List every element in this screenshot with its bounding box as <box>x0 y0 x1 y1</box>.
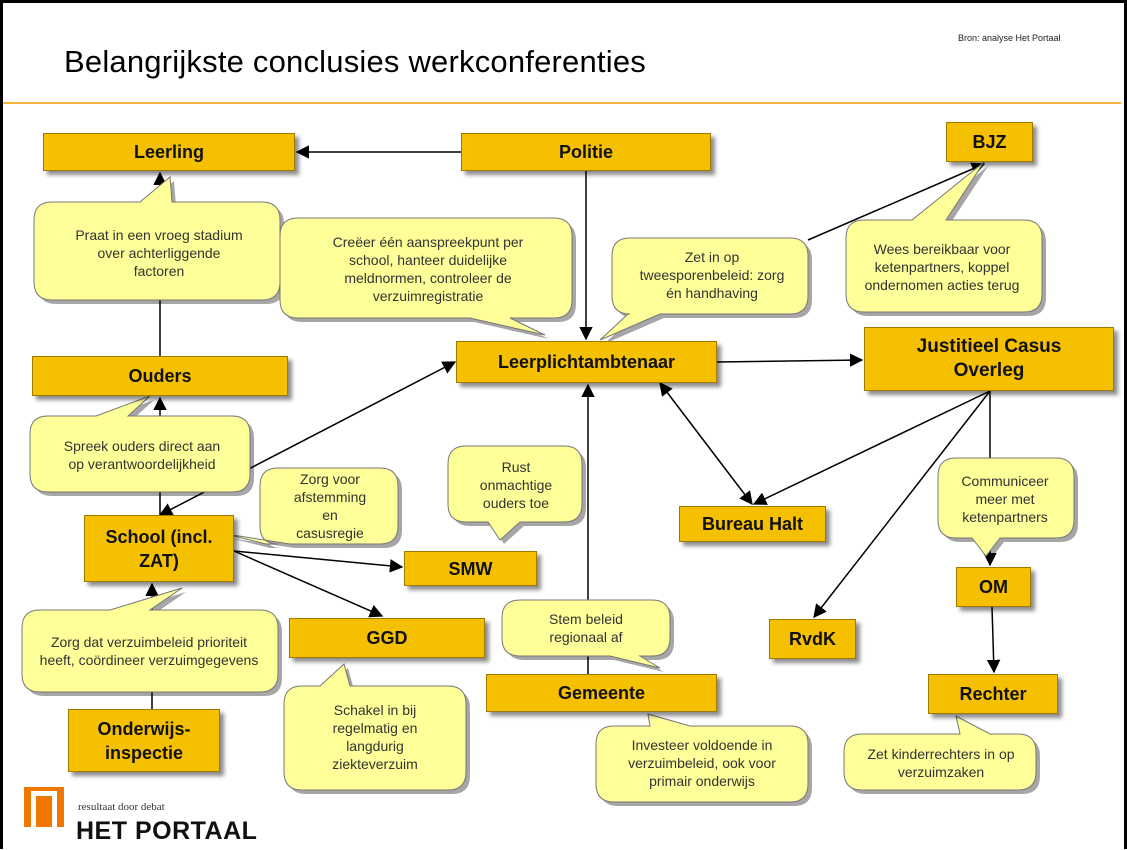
note-aanspreekpunt: Creëer één aanspreekpunt per school, han… <box>332 233 524 304</box>
callout-kinderrechters <box>843 715 1040 794</box>
callout-schakel <box>283 663 470 794</box>
arrow-school-ggd <box>233 550 384 618</box>
callout-leerling <box>33 175 284 304</box>
note-ouders: Spreek ouders direct aan op verantwoorde… <box>63 438 221 472</box>
box-politie: Politie <box>461 133 711 171</box>
note-schakel: Schakel in bij regelmatig en langdurig z… <box>332 702 418 772</box>
logo-tagline: resultaat door debat <box>78 801 165 813</box>
note-verzuimbeleid: Zorg dat verzuimbeleid prioriteit heeft,… <box>39 634 259 668</box>
box-school: School (incl. ZAT) <box>84 515 234 582</box>
callout-verzuimbeleid <box>21 587 282 696</box>
callout-communiceer <box>937 457 1078 560</box>
arrow-om-rechter <box>986 606 1001 674</box>
portal-logo-icon <box>24 787 64 827</box>
box-gemeente: Gemeente <box>486 674 717 712</box>
slide-title: Belangrijkste conclusies werkconferentie… <box>64 44 646 79</box>
callout-stem <box>501 599 674 672</box>
note-stem: Stem beleid regionaal af <box>549 611 623 645</box>
note-tweesporen: Zet in op tweesporenbeleid: zorg én hand… <box>639 249 785 301</box>
arrow-tweesporen-bjz <box>807 162 986 241</box>
box-leerplichtambtenaar: Leerplichtambtenaar <box>456 341 717 383</box>
box-bjz: BJZ <box>946 122 1033 162</box>
callout-investeer <box>595 713 812 806</box>
callout-ouders <box>29 395 254 496</box>
box-rvdk: RvdK <box>769 619 856 659</box>
box-ouders: Ouders <box>32 356 288 396</box>
box-bureau-halt: Bureau Halt <box>679 506 826 542</box>
box-onderwijsinspectie: Onderwijs-inspectie <box>68 709 220 772</box>
note-leerling: Praat in een vroeg stadium over achterli… <box>75 227 243 279</box>
source-note: Bron: analyse Het Portaal <box>958 33 1061 43</box>
arrow-justitieel-halt <box>752 390 991 505</box>
box-om: OM <box>956 567 1031 607</box>
arrow-school-smw <box>233 550 404 573</box>
note-afstemming: Zorg voor afstemming en casusregie <box>293 470 367 541</box>
box-justitieel: Justitieel Casus Overleg <box>864 327 1114 391</box>
callout-tweesporen <box>599 237 812 344</box>
note-communiceer: Communiceer meer met ketenpartners <box>961 473 1049 525</box>
callout-rust <box>447 445 586 544</box>
box-leerling: Leerling <box>43 133 295 171</box>
arrow-leerplicht-justitieel <box>716 353 864 367</box>
logo-name: HET PORTAAL <box>76 817 258 845</box>
box-smw: SMW <box>404 551 537 586</box>
note-rust: Rust onmachtige ouders toe <box>479 459 553 511</box>
box-ggd: GGD <box>289 618 485 658</box>
callout-aanspreekpunt <box>279 217 576 339</box>
title-rule <box>3 102 1121 104</box>
callout-bereikbaar <box>845 161 1046 316</box>
arrow-justitieel-rvdk <box>813 390 991 619</box>
arrow-leerplicht-halt <box>659 381 753 506</box>
callout-afstemming <box>225 467 402 548</box>
note-bereikbaar: Wees bereikbaar voor ketenpartners, kopp… <box>864 241 1020 293</box>
box-rechter: Rechter <box>928 674 1058 714</box>
note-kinderrechters: Zet kinderrechters in op verzuimzaken <box>867 745 1015 780</box>
note-investeer: Investeer voldoende in verzuimbeleid, oo… <box>628 737 776 789</box>
